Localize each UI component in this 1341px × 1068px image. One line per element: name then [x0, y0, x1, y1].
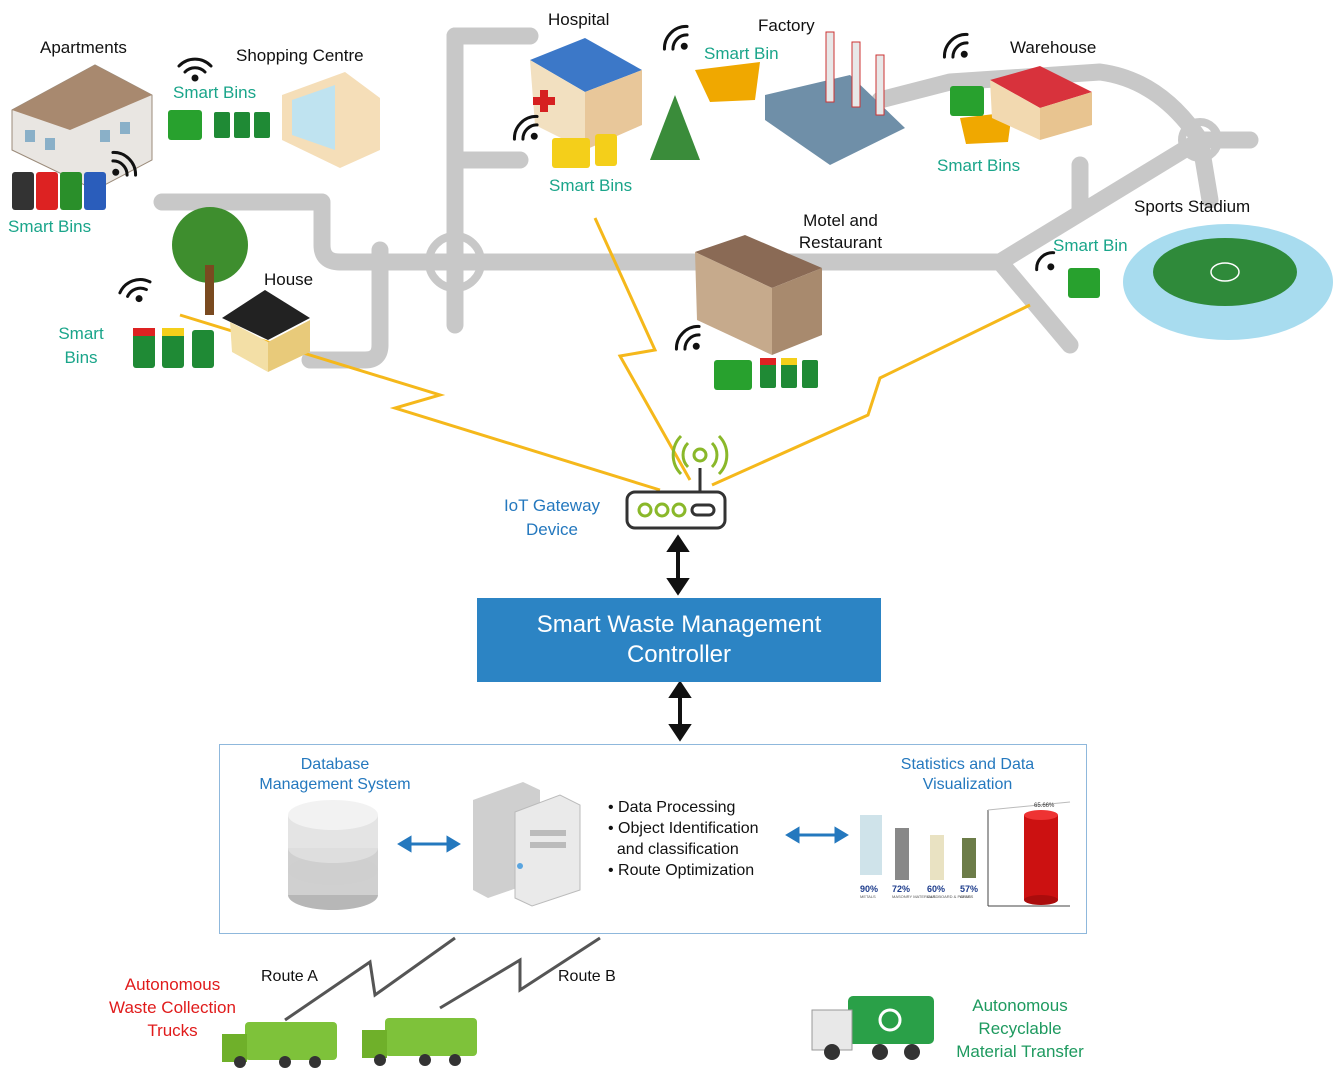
wifi-icon	[1035, 251, 1056, 272]
stadium-label: Sports Stadium	[1134, 197, 1251, 216]
trucks-title-2: Waste Collection	[109, 998, 236, 1017]
processing-item: • Data Processing	[608, 799, 736, 816]
waste-truck-icon	[362, 1018, 477, 1066]
sports-stadium-icon	[1123, 224, 1333, 340]
trucks-title-3: Trucks	[147, 1021, 198, 1040]
motel-restaurant-icon	[695, 235, 822, 355]
stat-cardboard: 60%CARDBOARD & PAPER	[927, 884, 971, 899]
factory-icon	[765, 31, 905, 165]
skip-bin-icon	[695, 62, 760, 102]
server-stats-arrow	[785, 826, 849, 844]
shopping-centre-icon	[282, 72, 380, 168]
hospital-label: Hospital	[548, 10, 610, 29]
gateway-label-2: Device	[526, 520, 578, 539]
processing-item: • Object Identification	[608, 820, 759, 837]
stats-title-1: Statistics and Data	[900, 756, 1035, 773]
warehouse-bins-label: Smart Bins	[937, 156, 1021, 175]
house-bins-label-2: Bins	[64, 348, 98, 367]
database-server-arrow	[397, 835, 461, 853]
smart-bins-icon	[950, 86, 984, 116]
smart-bins-icon	[12, 172, 106, 210]
trucks-title-1: Autonomous	[124, 975, 221, 994]
house-bins-label-1: Smart	[58, 324, 104, 343]
shopping-centre-label: Shopping Centre	[236, 46, 364, 65]
wifi-icon	[177, 57, 213, 82]
house-label: House	[264, 270, 314, 289]
wireless-links	[179, 217, 1031, 492]
wifi-icon	[111, 150, 138, 177]
stat-glass: 57%GLASS	[960, 884, 979, 899]
roundabout	[425, 232, 485, 292]
stadium-bin-label: Smart Bin	[1053, 236, 1128, 255]
wifi-icon	[942, 32, 969, 59]
apartments-bins-label: Smart Bins	[8, 217, 92, 236]
server-icon	[473, 782, 581, 907]
wifi-icon	[118, 278, 152, 303]
smart-bins-icon	[133, 328, 214, 368]
gateway-label-1: IoT Gateway	[503, 496, 601, 515]
apartments-label: Apartments	[40, 38, 127, 57]
cylinder-value: 65.66%	[1034, 803, 1055, 809]
smart-bins-icon	[552, 134, 617, 168]
warehouse-icon	[990, 66, 1092, 140]
wifi-icon	[662, 24, 689, 51]
wifi-icon	[674, 324, 701, 351]
smart-bins-icon	[714, 358, 818, 390]
waste-truck-icon	[222, 1022, 337, 1068]
hospital-bins-label: Smart Bins	[549, 176, 633, 195]
gateway-controller-arrow	[666, 534, 690, 596]
route-lines	[284, 936, 601, 1022]
recycling-rate-icons	[860, 815, 976, 880]
controller-title-1: Smart Waste Management	[536, 611, 822, 638]
shopping-bins-label: Smart Bins	[173, 83, 257, 102]
smart-waste-controller: Smart Waste Management Controller	[477, 598, 881, 682]
recycling-truck-icon	[811, 996, 934, 1060]
route-a-label: Route A	[261, 968, 318, 985]
controller-title-2: Controller	[626, 641, 732, 668]
transfer-title-1: Autonomous	[972, 996, 1068, 1015]
stat-metals: 90%METALS	[860, 884, 879, 899]
factory-bin-label: Smart Bin	[704, 44, 779, 63]
stat-masonry: 72%MASONRY MATERIALS	[892, 884, 936, 899]
smart-bins-icon	[1068, 268, 1100, 298]
backend-panel	[219, 744, 1087, 934]
controller-panel-arrow	[668, 680, 692, 742]
iot-gateway-icon	[625, 434, 729, 530]
motel-label: Motel and Restaurant	[798, 211, 883, 252]
transfer-title-3: Material Transfer	[956, 1042, 1084, 1061]
apartments-building-icon	[11, 64, 153, 191]
house-icon	[222, 290, 310, 372]
database-icon	[288, 800, 378, 910]
hospital-icon	[530, 38, 642, 150]
wifi-icon	[512, 114, 539, 141]
pine-tree-icon	[650, 95, 700, 160]
factory-label: Factory	[758, 16, 815, 35]
smart-bins-icon	[168, 110, 270, 140]
dbms-label-2: Management System	[259, 776, 411, 793]
warehouse-label: Warehouse	[1010, 38, 1097, 57]
processing-item: • Route Optimization	[608, 862, 755, 879]
route-b-label: Route B	[558, 968, 616, 985]
dbms-label-1: Database	[300, 756, 370, 773]
transfer-title-2: Recyclable	[978, 1019, 1062, 1038]
processing-item: and classification	[608, 841, 739, 858]
house-tree-icon	[172, 207, 248, 315]
processing-list: • Data Processing • Object Identificatio…	[608, 797, 759, 881]
stats-title-2: Visualization	[922, 776, 1013, 793]
percentage-cylinder-chart	[987, 801, 1071, 907]
